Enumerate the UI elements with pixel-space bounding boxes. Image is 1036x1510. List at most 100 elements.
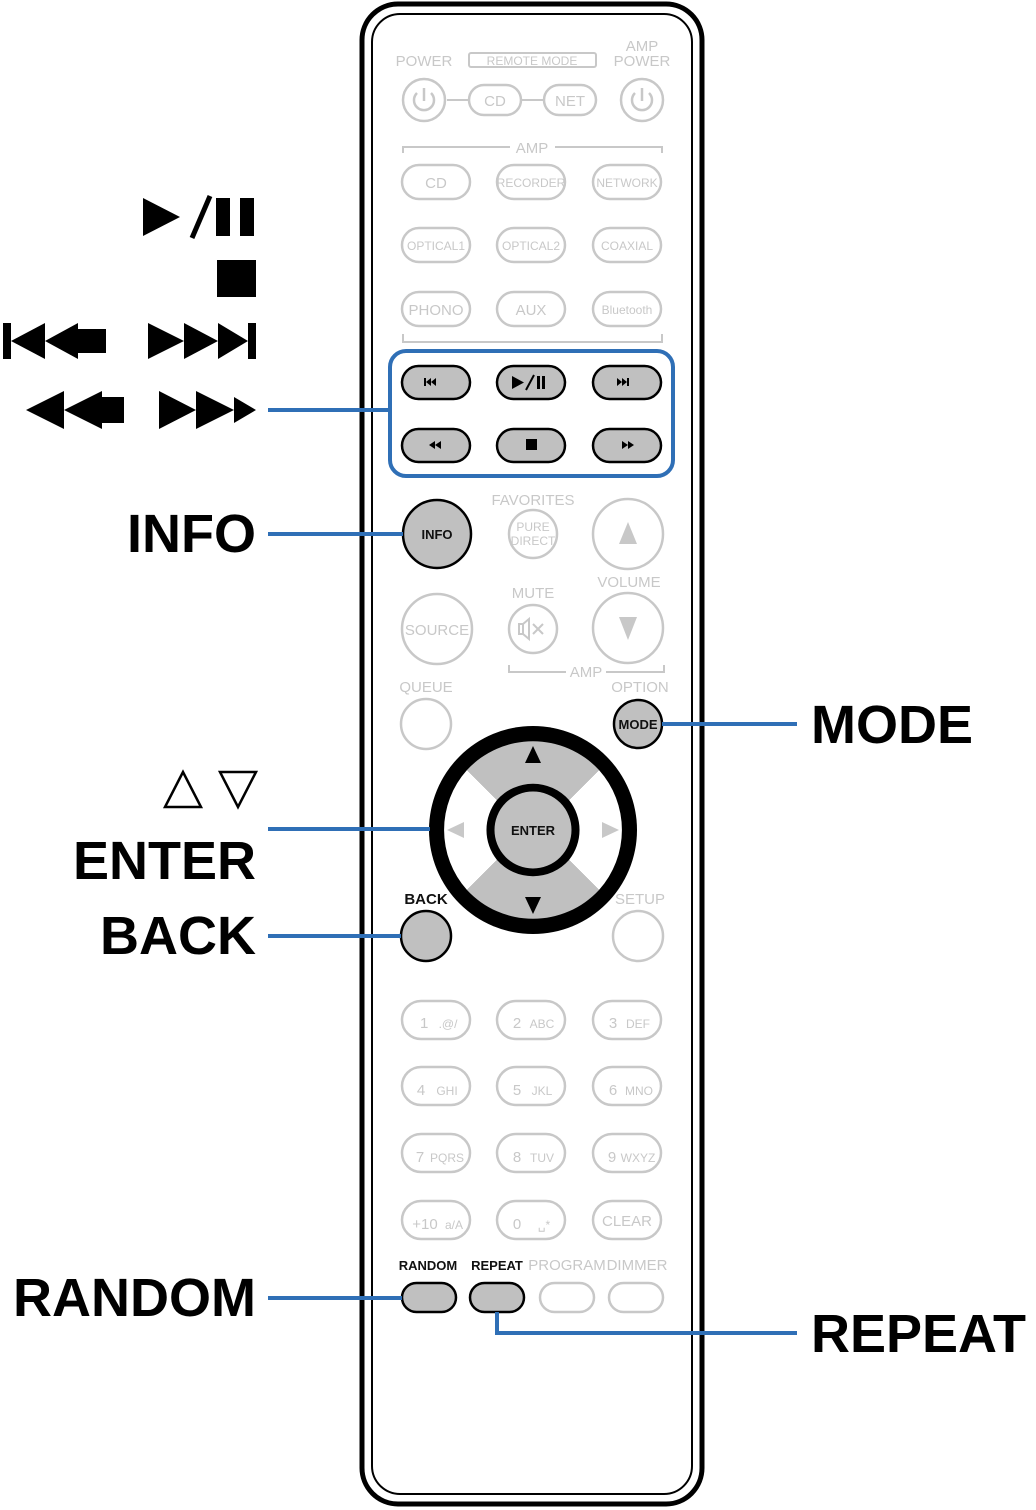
source-phono-button[interactable]: PHONO: [400, 290, 472, 328]
info-button[interactable]: INFO: [401, 498, 473, 570]
back-callout: BACK: [100, 906, 256, 966]
power-button[interactable]: [401, 77, 447, 123]
svg-text:GHI: GHI: [436, 1084, 457, 1098]
random-button[interactable]: [400, 1281, 458, 1314]
numpad-key-7[interactable]: 7 PQRS: [400, 1132, 472, 1174]
net-mode-button[interactable]: NET: [542, 83, 598, 117]
svg-text:.@/: .@/: [439, 1017, 459, 1031]
transport-group-highlight: [388, 349, 675, 478]
svg-text:+10: +10: [412, 1216, 437, 1233]
svg-text:0: 0: [513, 1216, 521, 1233]
volume-down-button[interactable]: [591, 591, 665, 665]
svg-text:MNO: MNO: [625, 1084, 653, 1098]
setup-label: SETUP: [615, 891, 665, 908]
stop-icon: [526, 439, 537, 450]
skip-back-button[interactable]: [400, 364, 472, 401]
volume-label: VOLUME: [597, 574, 660, 591]
numpad-key-9[interactable]: 9 WXYZ: [591, 1132, 663, 1174]
source-recorder-button[interactable]: RECORDER: [495, 163, 567, 201]
amp-power-label-2: POWER: [614, 53, 671, 70]
svg-text:ABC: ABC: [530, 1017, 555, 1031]
stop-callout: [217, 260, 256, 297]
program-label: PROGRAM: [528, 1257, 606, 1274]
cursor-up-button[interactable]: [467, 741, 599, 800]
source-button[interactable]: SOURCE: [400, 592, 474, 666]
repeat-button[interactable]: [468, 1281, 526, 1314]
svg-text:2: 2: [513, 1015, 521, 1032]
cursor-callout: [162, 769, 259, 810]
svg-text:9: 9: [608, 1149, 616, 1166]
volume-down-icon: [619, 617, 637, 640]
numpad-key-2[interactable]: 2 ABC: [495, 999, 567, 1041]
repeat-label: REPEAT: [471, 1258, 523, 1273]
cursor-down-button[interactable]: [467, 860, 599, 919]
svg-text:COAXIAL: COAXIAL: [601, 239, 653, 253]
power-icon: [630, 88, 654, 112]
cursor-right-button[interactable]: [569, 770, 622, 890]
enter-button[interactable]: [491, 788, 575, 872]
skip-back-icon: [424, 378, 436, 386]
numpad-key-1[interactable]: 1.@/: [400, 999, 472, 1041]
svg-text:7: 7: [416, 1149, 424, 1166]
skip-forward-button[interactable]: [591, 364, 663, 401]
svg-text:AUX: AUX: [516, 302, 547, 319]
numpad-key-0[interactable]: 0␣*: [495, 1199, 567, 1241]
svg-text:CD: CD: [484, 93, 506, 110]
back-button[interactable]: [399, 909, 453, 963]
cd-mode-button[interactable]: CD: [467, 83, 523, 117]
svg-text:MODE: MODE: [619, 717, 658, 732]
svg-text:CD: CD: [425, 175, 447, 192]
svg-text:TUV: TUV: [530, 1151, 554, 1165]
queue-button[interactable]: [399, 697, 453, 751]
dimmer-button[interactable]: [607, 1281, 665, 1314]
mute-label: MUTE: [512, 585, 555, 602]
amp-power-button[interactable]: [619, 77, 665, 123]
play-pause-button[interactable]: [495, 364, 567, 401]
svg-text:CLEAR: CLEAR: [602, 1213, 652, 1230]
source-coaxial-button[interactable]: COAXIAL: [591, 226, 663, 264]
source-network-button[interactable]: NETWORK: [591, 163, 663, 201]
numpad-key-4[interactable]: 4 GHI: [400, 1065, 472, 1107]
rewind-button[interactable]: [400, 427, 472, 464]
fast-forward-icon: [622, 441, 634, 449]
cursor-left-button[interactable]: [444, 770, 497, 890]
svg-text:Bluetooth: Bluetooth: [602, 303, 653, 317]
program-button[interactable]: [538, 1281, 596, 1314]
svg-text:PQRS: PQRS: [430, 1151, 464, 1165]
svg-text:WXYZ: WXYZ: [621, 1151, 656, 1165]
mute-button[interactable]: [507, 603, 559, 655]
setup-button[interactable]: [611, 909, 665, 963]
source-optical2-button[interactable]: OPTICAL2: [495, 226, 567, 264]
leader-lines: [268, 408, 797, 1335]
source-bluetooth-button[interactable]: Bluetooth: [591, 290, 663, 328]
volume-up-button[interactable]: [591, 497, 665, 571]
fast-forward-button[interactable]: [591, 427, 663, 464]
source-optical1-button[interactable]: OPTICAL1: [400, 226, 472, 264]
favorites-label: FAVORITES: [491, 492, 574, 509]
svg-text:4: 4: [417, 1082, 425, 1099]
svg-text:PURE: PURE: [516, 520, 549, 534]
queue-label: QUEUE: [399, 679, 452, 696]
source-cd-button[interactable]: CD: [400, 163, 472, 201]
clear-button[interactable]: CLEAR: [591, 1199, 663, 1241]
svg-text:NETWORK: NETWORK: [596, 176, 657, 190]
svg-text:OPTICAL2: OPTICAL2: [502, 239, 560, 253]
source-aux-button[interactable]: AUX: [495, 290, 567, 328]
svg-text:RECORDER: RECORDER: [497, 176, 566, 190]
play-pause-callout: [143, 195, 254, 239]
power-label: POWER: [396, 53, 453, 70]
pure-direct-button[interactable]: PURE DIRECT: [507, 508, 559, 560]
remote-mode-label: REMOTE MODE: [487, 54, 578, 68]
repeat-callout: REPEAT: [811, 1304, 1026, 1364]
mode-button[interactable]: MODE: [612, 698, 664, 750]
stop-button[interactable]: [495, 427, 567, 464]
random-label: RANDOM: [399, 1258, 458, 1273]
amp-section-label: AMP: [516, 140, 549, 157]
random-callout: RANDOM: [13, 1268, 256, 1328]
